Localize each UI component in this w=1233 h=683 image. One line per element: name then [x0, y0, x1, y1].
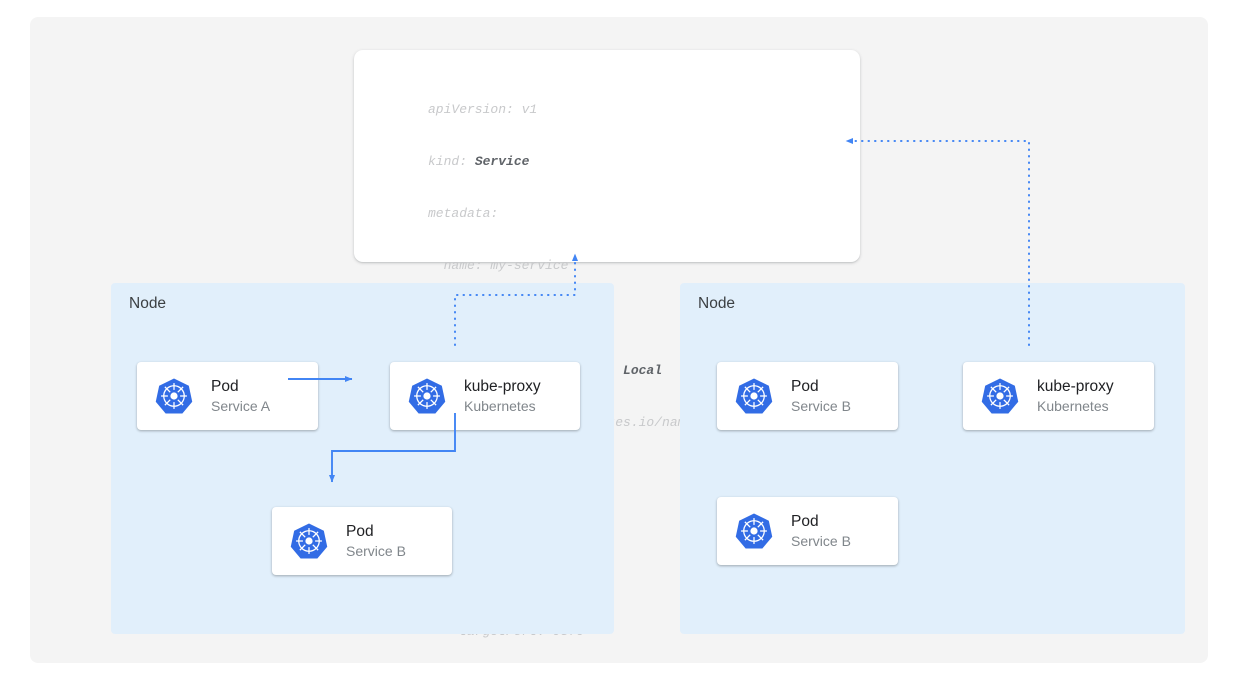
card-pod-service-b-right-bottom-text: Pod Service B — [791, 513, 851, 550]
card-pod-service-b-left-text: Pod Service B — [346, 523, 406, 560]
card-kube-proxy-left-text: kube-proxy Kubernetes — [464, 378, 541, 415]
kubernetes-icon — [735, 513, 773, 549]
card-pod-service-a-text: Pod Service A — [211, 378, 270, 415]
card-subtitle: Service A — [211, 397, 271, 414]
yaml-kind-value: Service — [474, 154, 530, 170]
card-kube-proxy-right-text: kube-proxy Kubernetes — [1037, 378, 1114, 415]
card-pod-service-b-right-top-text: Pod Service B — [791, 378, 851, 415]
node-left-label: Node — [129, 295, 167, 312]
card-title: kube-proxy — [464, 377, 541, 395]
card-pod-service-b-right-top[interactable]: Pod Service B — [717, 362, 898, 430]
card-subtitle: Service B — [791, 532, 851, 549]
yaml-line-kind: kind: Service — [428, 154, 530, 170]
card-title: Pod — [346, 522, 374, 540]
kubernetes-icon — [981, 378, 1019, 414]
card-subtitle: Service B — [791, 397, 851, 414]
kubernetes-icon — [735, 378, 773, 414]
node-left: Node — [111, 283, 614, 634]
yaml-line-name: name: my-service — [428, 258, 569, 274]
kubernetes-icon — [155, 378, 193, 414]
card-subtitle: Kubernetes — [1037, 397, 1109, 414]
kubernetes-icon — [290, 523, 328, 559]
card-kube-proxy-left[interactable]: kube-proxy Kubernetes — [390, 362, 580, 430]
yaml-line-apiversion: apiVersion: v1 — [428, 101, 538, 117]
card-title: kube-proxy — [1037, 377, 1114, 395]
card-title: Pod — [211, 377, 239, 395]
node-right: Node — [680, 283, 1185, 634]
card-subtitle: Kubernetes — [464, 397, 536, 414]
card-subtitle: Service B — [346, 542, 406, 559]
card-title: Pod — [791, 512, 819, 530]
card-pod-service-b-right-bottom[interactable]: Pod Service B — [717, 497, 898, 565]
node-right-label: Node — [698, 295, 736, 312]
diagram-canvas: apiVersion: v1 kind: Service metadata: n… — [30, 17, 1208, 663]
card-kube-proxy-right[interactable]: kube-proxy Kubernetes — [963, 362, 1154, 430]
card-title: Pod — [791, 377, 819, 395]
kubernetes-icon — [408, 378, 446, 414]
card-pod-service-b-left[interactable]: Pod Service B — [272, 507, 452, 575]
service-config-card: apiVersion: v1 kind: Service metadata: n… — [354, 50, 860, 639]
card-pod-service-a[interactable]: Pod Service A — [137, 362, 318, 430]
yaml-line-metadata: metadata: — [428, 206, 499, 222]
